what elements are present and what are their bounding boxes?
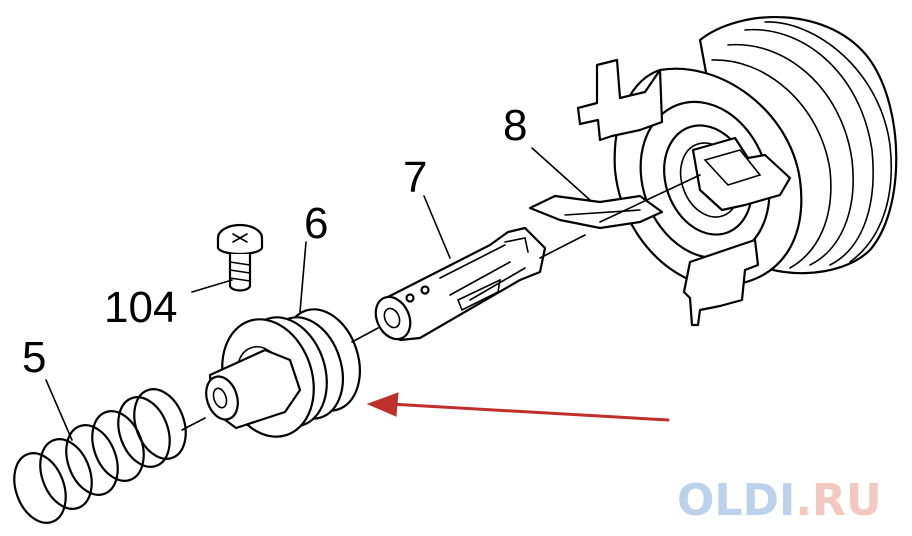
callout-6: 6: [304, 199, 328, 248]
flat-spring-tab: [528, 194, 664, 230]
leader-5: [45, 379, 73, 441]
drum-housing: [576, 15, 898, 327]
callout-7: 7: [403, 153, 427, 202]
coil-spring: [13, 388, 187, 524]
leader-104: [191, 279, 233, 293]
insertion-arrow: [366, 392, 670, 422]
slotted-sleeve: [374, 226, 547, 342]
leader-lines: [45, 147, 591, 441]
callout-8: 8: [503, 101, 527, 150]
watermark-brand: OLDI: [677, 475, 795, 526]
pulley-bushing: [205, 308, 361, 438]
screw: [216, 223, 264, 292]
watermark-suffix: .RU: [795, 475, 881, 526]
callout-5: 5: [22, 333, 46, 382]
leader-6: [299, 241, 307, 313]
callout-104: 104: [104, 283, 177, 332]
leader-8: [531, 147, 591, 201]
watermark: OLDI.RU: [677, 475, 882, 526]
leader-7: [423, 195, 451, 259]
assembly-axis-line: [181, 174, 701, 431]
